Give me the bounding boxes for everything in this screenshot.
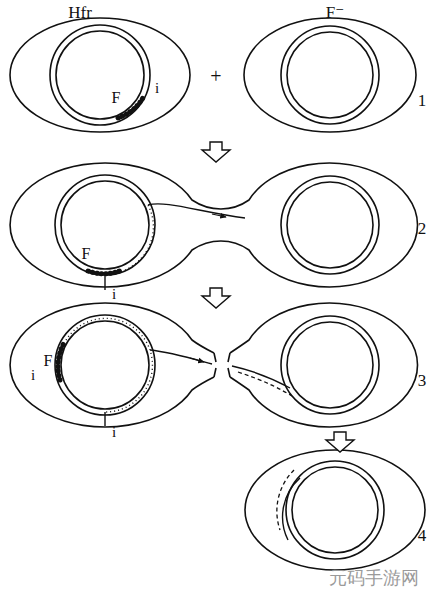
transfer-arrow bbox=[190, 358, 204, 362]
step-number: 2 bbox=[418, 220, 427, 237]
broken-bridge bbox=[228, 353, 230, 377]
donor-fragment bbox=[238, 372, 292, 396]
broken-bridge bbox=[214, 353, 216, 377]
hfr-chromosome bbox=[56, 31, 144, 119]
step-arrow bbox=[202, 142, 230, 162]
origin-label: i bbox=[112, 287, 116, 302]
integrated-fragment bbox=[283, 478, 300, 540]
hfr-chromosome bbox=[61, 321, 149, 409]
hfr-chromosome bbox=[61, 181, 149, 269]
conjugating-cells bbox=[10, 163, 417, 287]
f-factor bbox=[58, 343, 64, 380]
recipient-chromosome bbox=[287, 182, 373, 268]
step-arrow bbox=[326, 432, 354, 452]
step-arrow bbox=[202, 288, 230, 308]
transferred-strand bbox=[125, 205, 153, 270]
recombinant-cell bbox=[245, 450, 425, 570]
hfr-cell bbox=[10, 18, 190, 132]
free-strand bbox=[104, 412, 105, 426]
recipient-chromosome bbox=[281, 316, 379, 414]
origin-label: i bbox=[112, 425, 116, 440]
recipient-chromosome bbox=[281, 26, 379, 124]
f-factor-label: F bbox=[82, 246, 91, 262]
donor-fragment bbox=[232, 366, 290, 388]
column-heading: Hfr bbox=[68, 4, 92, 21]
column-heading: F⁻ bbox=[326, 4, 344, 21]
f-factor-label: F bbox=[44, 353, 53, 369]
recipient-chromosome bbox=[287, 32, 373, 118]
origin-label: i bbox=[31, 368, 35, 383]
plus-sign: + bbox=[210, 66, 221, 86]
f-factor-label: F bbox=[112, 90, 121, 106]
integrated-fragment bbox=[277, 470, 294, 530]
recipient-cell bbox=[230, 303, 418, 427]
transferred-strand bbox=[148, 204, 245, 218]
recipient-chromosome bbox=[281, 176, 379, 274]
step-number: 4 bbox=[418, 527, 427, 544]
f-factor bbox=[118, 96, 144, 118]
hfr-strand bbox=[66, 318, 152, 412]
hfr-chromosome bbox=[50, 25, 150, 125]
hfr-chromosome bbox=[55, 315, 155, 415]
hfr-cell bbox=[10, 303, 214, 427]
step-number: 1 bbox=[418, 92, 427, 109]
free-strand bbox=[104, 272, 105, 290]
transfer-arrow bbox=[212, 214, 226, 217]
recipient-cell bbox=[244, 18, 416, 132]
origin-label: i bbox=[155, 81, 159, 96]
recipient-chromosome bbox=[292, 467, 378, 553]
watermark: 元码手游网 bbox=[329, 569, 419, 587]
recipient-chromosome bbox=[286, 461, 384, 559]
step-number: 3 bbox=[418, 372, 427, 389]
recipient-chromosome bbox=[287, 322, 373, 408]
hfr-strand bbox=[150, 350, 212, 364]
hfr-chromosome bbox=[55, 175, 155, 275]
